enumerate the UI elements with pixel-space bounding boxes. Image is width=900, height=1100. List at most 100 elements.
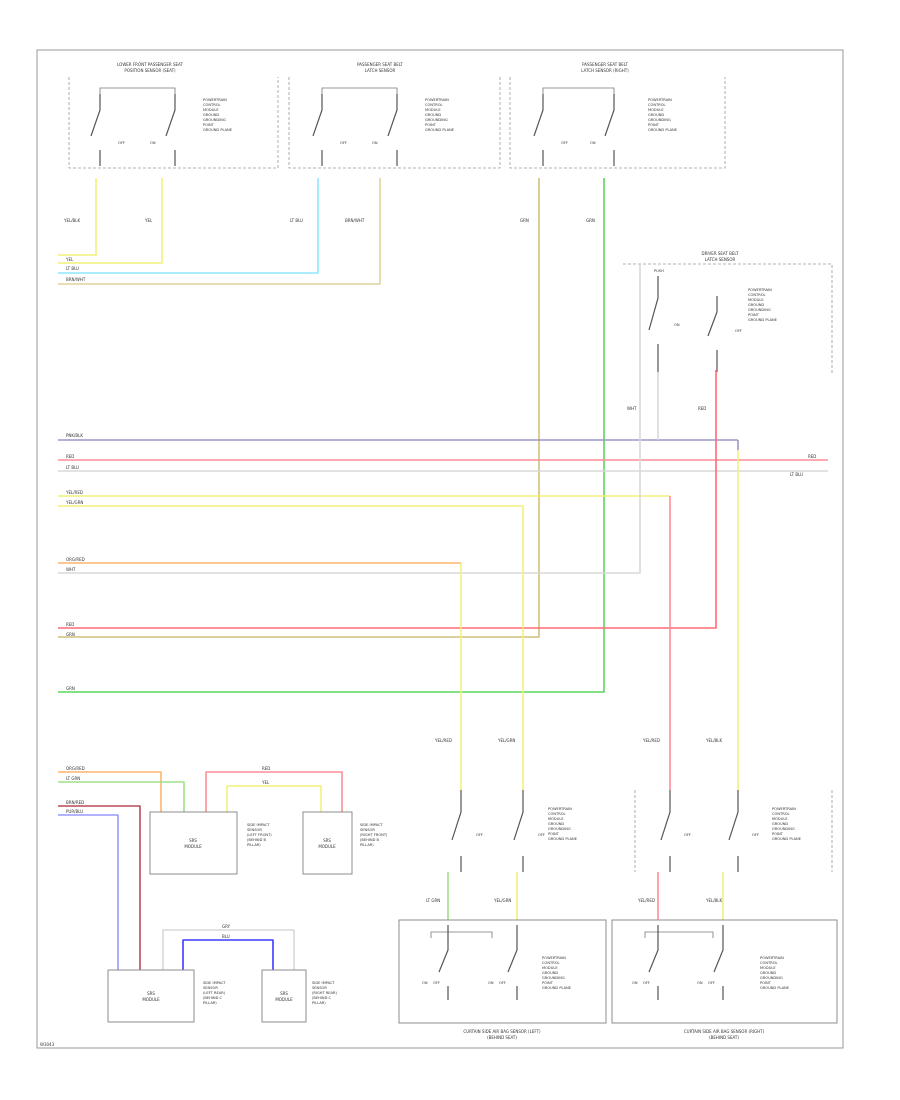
- switch-mid-right: DRIVER SEAT BELT LATCH SENSOR PUSH ON OF…: [623, 251, 833, 375]
- label-bus-red: RED: [66, 454, 74, 459]
- sensor-bot-right-lower: ON OFF ON OFF POWERTRAIN CONTROL MODULE …: [611, 919, 838, 1040]
- label-yel-red-low: YEL/RED: [434, 738, 452, 743]
- svg-text:POINT: POINT: [548, 832, 560, 836]
- module-left-lower-b: SRS MODULE SIDE IMPACT SENSOR (RIGHT REA…: [261, 969, 338, 1023]
- label-yel-grn-low: YEL/GRN: [497, 738, 515, 743]
- svg-text:POINT: POINT: [760, 981, 772, 985]
- wire-org-left: [58, 771, 162, 812]
- svg-text:(RIGHT REAR): (RIGHT REAR): [312, 991, 338, 995]
- svg-text:GROUNDING: GROUNDING: [772, 827, 795, 831]
- wire-grn-vertical: [58, 178, 605, 693]
- wire-red-lower: [58, 370, 717, 629]
- wire-wht: [58, 264, 641, 574]
- svg-text:SIDE IMPACT: SIDE IMPACT: [203, 981, 227, 985]
- wire-blu-bottom: [182, 939, 274, 970]
- svg-text:MODULE: MODULE: [318, 844, 336, 849]
- svg-text:CONTROL: CONTROL: [772, 812, 790, 816]
- switch-top-right-title-1: PASSENGER SEAT BELT: [582, 62, 628, 67]
- wire-pur-blu-left: [58, 814, 119, 970]
- svg-text:(BEHIND B: (BEHIND B: [360, 838, 379, 842]
- svg-text:CONTROL: CONTROL: [748, 293, 766, 297]
- svg-text:POINT: POINT: [772, 832, 784, 836]
- label-yel-blk-bottom: YEL/BLK: [705, 898, 723, 903]
- label-gry-bottom: GRY: [222, 924, 231, 929]
- svg-text:GROUND: GROUND: [203, 113, 219, 117]
- svg-text:OFF: OFF: [118, 141, 125, 145]
- switch-top-left-title-1: LOWER FRONT PASSENGER SEAT: [117, 62, 183, 67]
- svg-text:GROUND: GROUND: [648, 113, 664, 117]
- svg-text:GROUNDING: GROUNDING: [425, 118, 448, 122]
- label-red-mid: RED: [698, 406, 706, 411]
- wire-red-top-left: [205, 771, 343, 812]
- svg-text:POWERTRAIN: POWERTRAIN: [203, 98, 227, 102]
- wire-lt-blu: [58, 178, 319, 274]
- switch-top-right-title-2: LATCH SENSOR (RIGHT): [581, 68, 629, 73]
- switch-bot-mid: OFF OFF POWERTRAIN CONTROL MODULE GROUND…: [451, 790, 578, 872]
- svg-text:OFF: OFF: [499, 981, 506, 985]
- svg-text:GROUND PLANE: GROUND PLANE: [748, 318, 778, 322]
- svg-text:(LEFT FRONT): (LEFT FRONT): [247, 833, 272, 837]
- svg-text:PILLAR): PILLAR): [247, 843, 261, 847]
- svg-text:SRS: SRS: [147, 991, 155, 996]
- svg-text:PILLAR): PILLAR): [312, 1001, 326, 1005]
- svg-text:SENSOR: SENSOR: [203, 986, 218, 990]
- svg-text:POWERTRAIN: POWERTRAIN: [760, 956, 784, 960]
- label-bus-brn-wht: BRN/WHT: [66, 277, 86, 282]
- switch-mid-right-title-1: DRIVER SEAT BELT: [702, 251, 740, 256]
- label-brn-red-left: BRN/RED: [66, 800, 84, 805]
- label-bus-org-red: ORG/RED: [66, 557, 85, 562]
- svg-text:POINT: POINT: [648, 123, 660, 127]
- label-pur-blu-left: PUR/BLU: [66, 809, 83, 814]
- svg-text:GROUND: GROUND: [425, 113, 441, 117]
- label-bus-grn-3: GRN: [66, 686, 75, 691]
- svg-text:OFF: OFF: [708, 981, 715, 985]
- svg-text:MODULE: MODULE: [748, 298, 764, 302]
- label-bus-grn-2: GRN: [66, 632, 75, 637]
- svg-text:ON: ON: [674, 323, 680, 327]
- svg-text:POINT: POINT: [425, 123, 437, 127]
- svg-text:POWERTRAIN: POWERTRAIN: [772, 807, 796, 811]
- svg-text:OFF: OFF: [735, 329, 742, 333]
- module-left-upper-a: SRS MODULE SIDE IMPACT SENSOR (LEFT FRON…: [149, 811, 272, 875]
- svg-text:OFF: OFF: [643, 981, 650, 985]
- svg-text:CONTROL: CONTROL: [648, 103, 666, 107]
- svg-text:POWERTRAIN: POWERTRAIN: [548, 807, 572, 811]
- label-red-right: RED: [808, 454, 816, 459]
- label-yel-blk: YEL/BLK: [63, 218, 81, 223]
- svg-text:MODULE: MODULE: [184, 844, 202, 849]
- label-wht-mid: WHT: [627, 406, 637, 411]
- switch-top-left: LOWER FRONT PASSENGER SEAT POSITION SENS…: [68, 62, 279, 169]
- svg-text:POWERTRAIN: POWERTRAIN: [648, 98, 672, 102]
- svg-text:GROUND PLANE: GROUND PLANE: [760, 986, 790, 990]
- label-lt-grn-bottom: LT GRN: [426, 898, 440, 903]
- svg-text:GROUND: GROUND: [548, 822, 564, 826]
- svg-text:POWERTRAIN: POWERTRAIN: [425, 98, 449, 102]
- label-bus-yel: YEL: [65, 257, 74, 262]
- sensor-bot-right-lower-title-1: CURTAIN SIDE AIR BAG SENSOR (RIGHT): [684, 1029, 765, 1034]
- wires: [58, 178, 828, 970]
- svg-text:SRS: SRS: [189, 838, 197, 843]
- svg-text:OFF: OFF: [433, 981, 440, 985]
- label-blu-bottom: BLU: [222, 934, 230, 939]
- wire-brn-red-left: [58, 805, 141, 970]
- sensor-bot-right-lower-title-2: (BEHIND SEAT): [709, 1035, 739, 1040]
- svg-text:SIDE IMPACT: SIDE IMPACT: [312, 981, 336, 985]
- svg-text:SRS: SRS: [280, 991, 288, 996]
- svg-text:GROUND PLANE: GROUND PLANE: [542, 986, 572, 990]
- label-bus-lt-blu-2: LT BLU: [66, 465, 79, 470]
- svg-text:(BEHIND C: (BEHIND C: [203, 996, 222, 1000]
- svg-text:CONTROL: CONTROL: [548, 812, 566, 816]
- label-yel-left-top: YEL: [261, 780, 270, 785]
- label-yel-red-low-2: YEL/RED: [642, 738, 660, 743]
- svg-text:(RIGHT FRONT): (RIGHT FRONT): [360, 833, 388, 837]
- label-bus-red-2: RED: [66, 622, 74, 627]
- switch-top-right: PASSENGER SEAT BELT LATCH SENSOR (RIGHT)…: [509, 62, 726, 169]
- wire-yel-top-left: [226, 785, 322, 812]
- svg-text:ON: ON: [422, 981, 428, 985]
- svg-text:MODULE: MODULE: [203, 108, 219, 112]
- module-left-upper-b: SRS MODULE SIDE IMPACT SENSOR (RIGHT FRO…: [302, 811, 388, 875]
- svg-text:GROUNDING: GROUNDING: [760, 976, 783, 980]
- svg-text:ON: ON: [150, 141, 156, 145]
- svg-text:GROUND PLANE: GROUND PLANE: [648, 128, 678, 132]
- wire-labels: YEL/BLK YEL LT BLU BRN/WHT GRN GRN YEL L…: [63, 218, 816, 939]
